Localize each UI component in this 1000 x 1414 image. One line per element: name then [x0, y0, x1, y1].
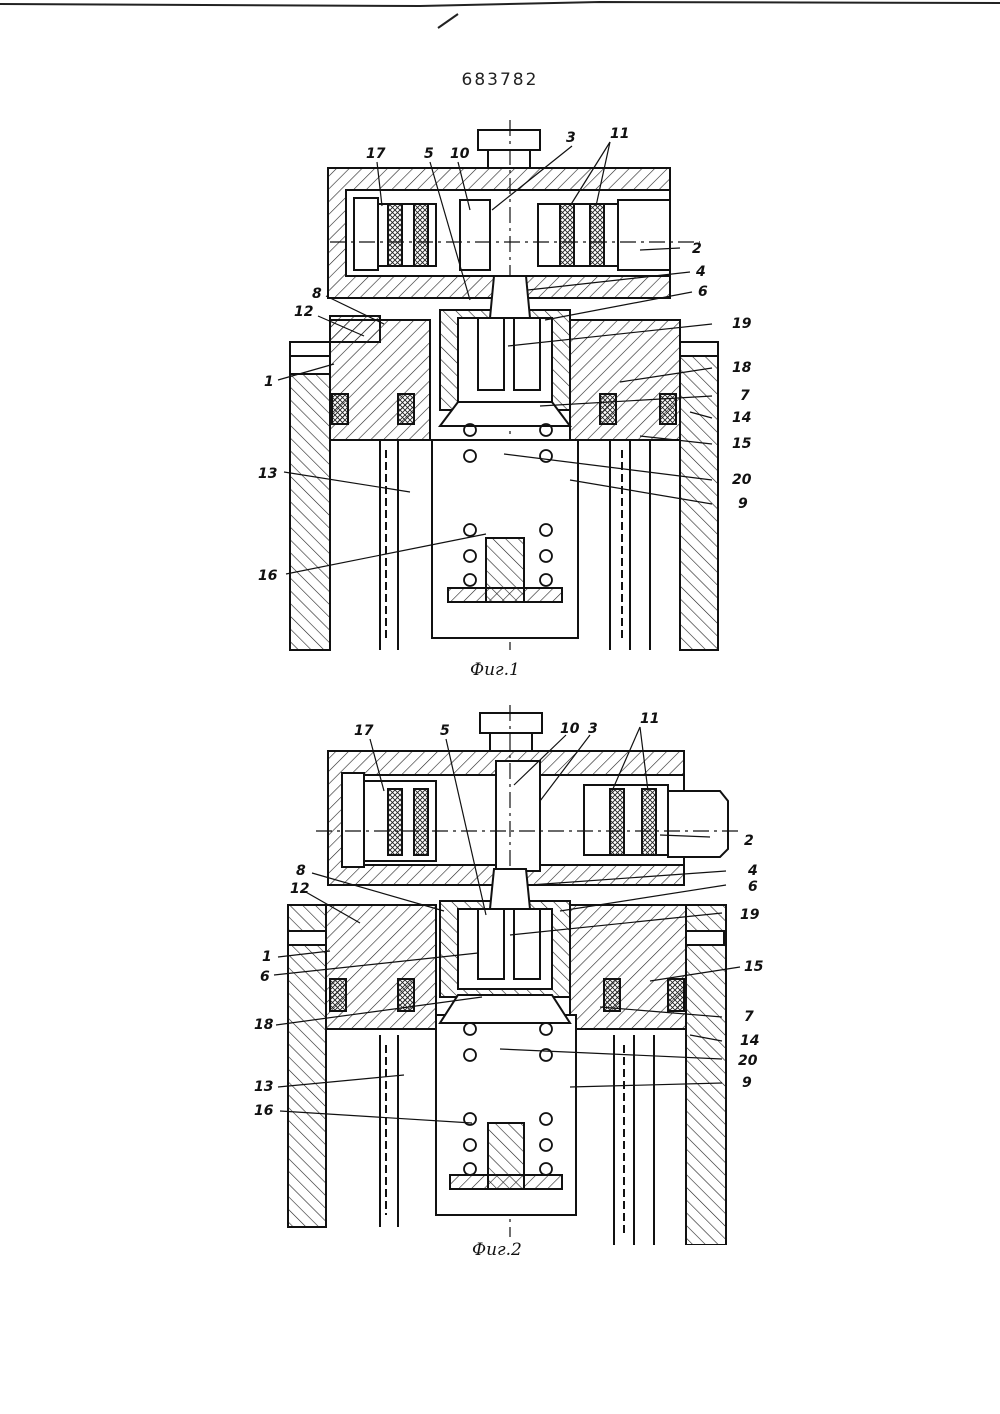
fig2-label-8: 8 — [296, 863, 306, 879]
fig1-label-4: 4 — [695, 264, 706, 280]
fig1-label-17: 17 — [366, 146, 386, 162]
fig1-label-1: 1 — [264, 374, 274, 390]
fig1-label-7: 7 — [740, 388, 750, 404]
fig2-label-5: 5 — [440, 723, 450, 739]
figure-2-caption: Фиг.2 — [472, 1240, 522, 1260]
fig2-label-11: 11 — [640, 711, 659, 727]
fig2-label-1: 1 — [262, 949, 272, 965]
fig2-label-6: 6 — [748, 879, 758, 895]
fig2-label-19: 19 — [740, 907, 760, 923]
fig2-label-14: 14 — [740, 1033, 759, 1049]
scan-top-border — [0, 0, 1000, 30]
fig1-label-19: 19 — [732, 316, 752, 332]
document-number: 683782 — [0, 70, 1000, 90]
fig2-label-13: 13 — [254, 1079, 273, 1095]
fig2-label-2: 2 — [744, 833, 754, 849]
fig1-label-8: 8 — [312, 286, 322, 302]
fig1-label-15: 15 — [732, 436, 752, 452]
fig1-label-10: 10 — [450, 146, 470, 162]
fig2-label-3: 3 — [588, 721, 598, 737]
fig1-label-18: 18 — [732, 360, 752, 376]
fig1-label-16: 16 — [258, 568, 278, 584]
fig1-label-9: 9 — [738, 496, 748, 512]
fig1-label-13: 13 — [258, 466, 277, 482]
fig1-label-12: 12 — [294, 304, 313, 320]
fig1-label-3: 3 — [566, 130, 576, 146]
fig2-label-4: 4 — [747, 863, 758, 879]
fig1-label-11: 11 — [610, 126, 629, 142]
fig2-label-20: 20 — [738, 1053, 758, 1069]
fig2-label-12: 12 — [290, 881, 309, 897]
fig2-label-6b: 6 — [260, 969, 270, 985]
fig2-label-10: 10 — [560, 721, 580, 737]
fig2-label-15: 15 — [744, 959, 764, 975]
fig1-label-5: 5 — [424, 146, 434, 162]
figure-2-drawing: 17 5 10 3 11 2 4 6 19 15 7 14 20 9 8 12 … — [0, 705, 1000, 1245]
fig1-label-6: 6 — [698, 284, 708, 300]
fig1-label-14: 14 — [732, 410, 751, 426]
figure-1-drawing: 17 5 10 3 11 2 4 6 19 18 7 14 15 20 9 8 … — [0, 110, 1000, 670]
fig2-label-7: 7 — [744, 1009, 754, 1025]
fig1-label-2: 2 — [692, 241, 702, 257]
fig2-label-17: 17 — [354, 723, 374, 739]
fig2-label-18: 18 — [254, 1017, 274, 1033]
fig2-label-16: 16 — [254, 1103, 274, 1119]
fig1-label-20: 20 — [732, 472, 752, 488]
fig2-label-9: 9 — [742, 1075, 752, 1091]
figure-1-caption: Фиг.1 — [470, 660, 520, 680]
